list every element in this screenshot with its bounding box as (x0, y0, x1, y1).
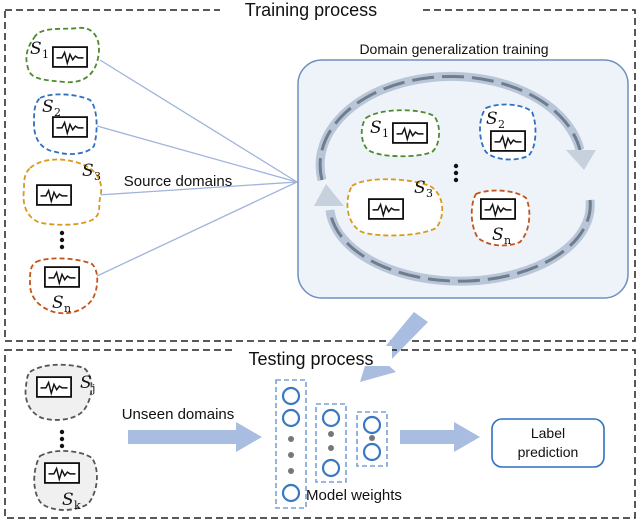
inner-domain-sn: S n (470, 189, 531, 247)
sj-subscript: j (90, 382, 95, 395)
inner-s1-subscript: 1 (382, 127, 389, 140)
domain-sk: S k (33, 450, 98, 512)
signal-icon (490, 130, 526, 152)
label-prediction-line2: prediction (518, 444, 579, 460)
layer-2 (315, 403, 347, 483)
signal-icon (44, 462, 80, 484)
inner-domain-s2: S 2 (479, 103, 537, 161)
label-prediction-line1: Label (531, 425, 565, 441)
source-domains-label: Source domains (124, 173, 232, 190)
inner-s3-subscript: 3 (426, 187, 433, 200)
signal-icon (44, 266, 80, 288)
training-title: Training process (245, 0, 377, 20)
testing-title: Testing process (248, 349, 373, 369)
domain-s3: S 3 (22, 158, 103, 226)
s2-subscript: 2 (54, 106, 61, 119)
inner-dots (453, 163, 459, 183)
layer-1 (275, 379, 307, 509)
sj-letter: S (80, 373, 92, 393)
cycle-arrows (314, 71, 596, 286)
signal-icon (480, 198, 516, 220)
inner-s3-letter: S (414, 178, 426, 198)
label-prediction-box (491, 418, 605, 468)
signal-icon (392, 122, 428, 144)
sn-letter: S (52, 293, 64, 313)
domain-s1: S 1 (25, 27, 100, 84)
s3-subscript: 3 (94, 170, 101, 183)
more-domains-dots (59, 230, 65, 250)
s1-letter: S (30, 39, 42, 59)
domain-s2: S 2 (33, 93, 98, 155)
inner-domain-s1: S 1 (360, 109, 440, 158)
dg-title: Domain generalization training (359, 41, 548, 57)
inner-s2-subscript: 2 (498, 118, 505, 131)
layer-3 (356, 411, 388, 467)
unseen-arrow (128, 422, 262, 452)
sk-letter: S (62, 490, 74, 510)
signal-icon (36, 184, 72, 206)
model-network (275, 379, 388, 509)
inner-s1-letter: S (370, 118, 382, 138)
domain-sn: S n (29, 257, 99, 315)
signal-icon (368, 198, 404, 220)
sn-subscript: n (64, 302, 71, 315)
s2-letter: S (42, 97, 54, 117)
unseen-domains-label: Unseen domains (122, 406, 235, 423)
signal-icon (52, 116, 88, 138)
inner-s2-letter: S (486, 109, 498, 129)
signal-icon (52, 46, 88, 68)
domain-sj: S j (24, 363, 95, 421)
inner-sn-subscript: n (504, 234, 511, 247)
s3-letter: S (82, 161, 94, 181)
sk-subscript: k (74, 499, 81, 512)
signal-icon (36, 376, 72, 398)
fan-lines (96, 59, 298, 277)
model-weights-label: Model weights (306, 487, 402, 504)
s1-subscript: 1 (42, 48, 49, 61)
output-arrow (400, 422, 480, 452)
inner-sn-letter: S (492, 225, 504, 245)
inner-domain-s3: S 3 (346, 178, 444, 237)
dg-panel (297, 59, 629, 299)
unseen-dots (59, 429, 65, 449)
